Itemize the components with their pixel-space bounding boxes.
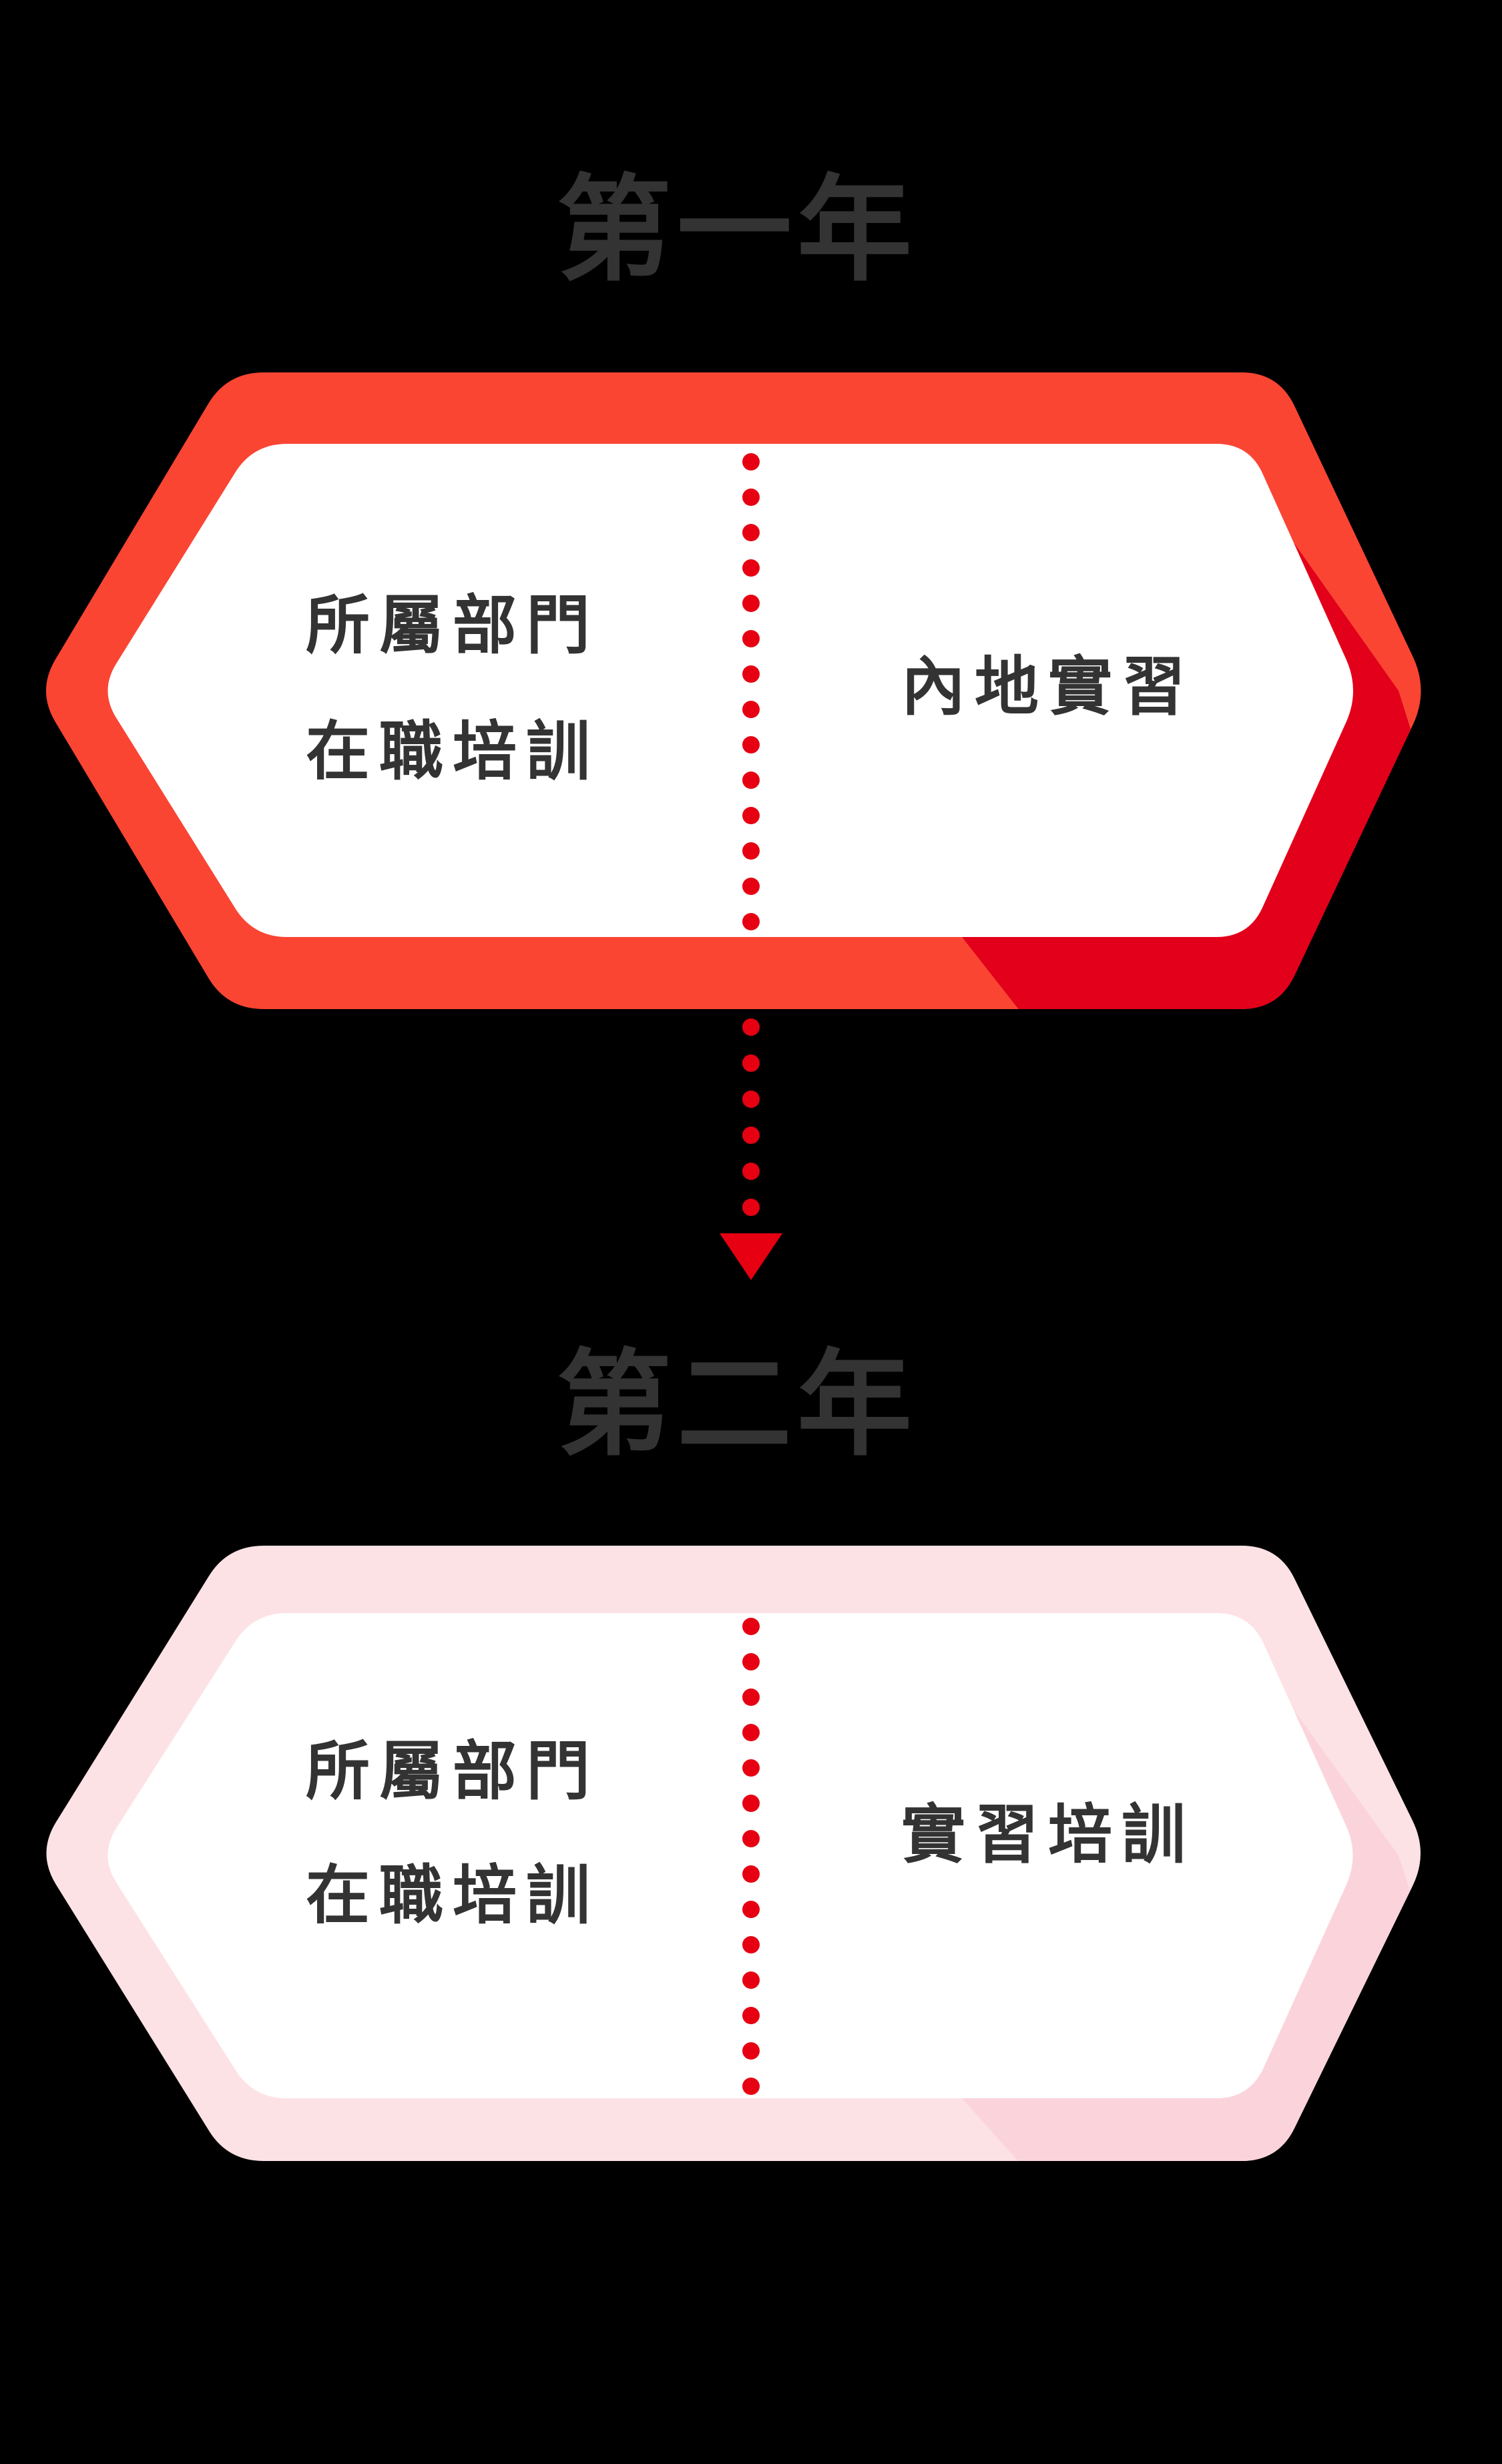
arrowhead-triangle	[720, 1233, 782, 1280]
year1-hexagon-inner	[107, 444, 1353, 937]
year1-right-cell: 內地實習	[901, 651, 1195, 723]
year1-title: 第一年	[557, 166, 917, 294]
year2-dotted-divider	[742, 1618, 760, 2095]
year2-right-cell: 實習培訓	[901, 1799, 1195, 1871]
year2-title: 第二年	[557, 1341, 917, 1469]
year1-border-accent-swoosh	[962, 543, 1421, 1009]
down-arrow-icon	[720, 1018, 782, 1280]
year2-border-accent-swoosh	[962, 1710, 1421, 2161]
year1-dotted-divider	[742, 453, 760, 930]
year1-left-cell-line1: 所屬部門	[306, 590, 599, 661]
year2-left-cell-line1: 所屬部門	[306, 1736, 599, 1807]
year1-left-cell-line2: 在職培訓	[306, 716, 599, 788]
year2-left-cell-line2: 在職培訓	[306, 1860, 599, 1931]
year2-hexagon-inner	[107, 1613, 1353, 2098]
